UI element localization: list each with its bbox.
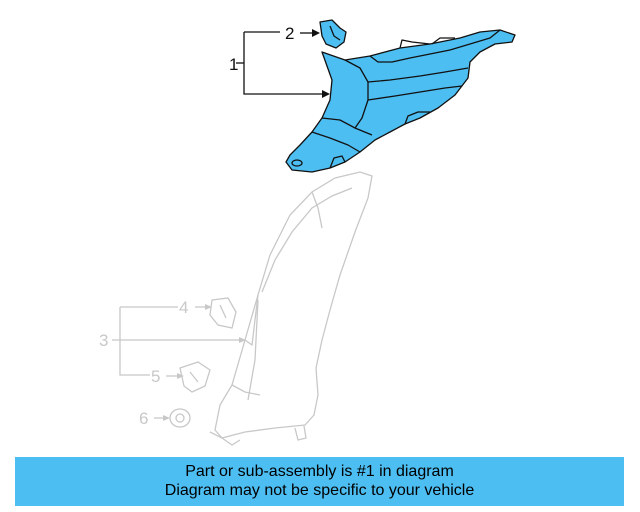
callout-4: 4 — [179, 298, 188, 317]
callout-3: 3 — [99, 331, 108, 350]
callout-1: 1 — [229, 55, 238, 74]
callout-6: 6 — [139, 409, 148, 428]
quarter-trim-panel — [285, 29, 516, 173]
clip-4 — [209, 297, 237, 329]
grommet-6 — [169, 408, 191, 428]
banner-line-2: Diagram may not be specific to your vehi… — [164, 482, 475, 499]
arrowheads — [312, 29, 330, 98]
faded-arrowheads — [163, 304, 246, 421]
leader-lines — [236, 31, 324, 95]
clip-2 — [319, 19, 347, 49]
banner-line-1: Part or sub-assembly is #1 in diagram — [185, 463, 454, 480]
callout-5: 5 — [151, 367, 160, 386]
clip-5 — [179, 361, 211, 393]
callout-2: 2 — [285, 24, 294, 43]
pillar-trim-panel — [209, 171, 373, 446]
info-banner: Part or sub-assembly is #1 in diagram Di… — [15, 457, 624, 506]
